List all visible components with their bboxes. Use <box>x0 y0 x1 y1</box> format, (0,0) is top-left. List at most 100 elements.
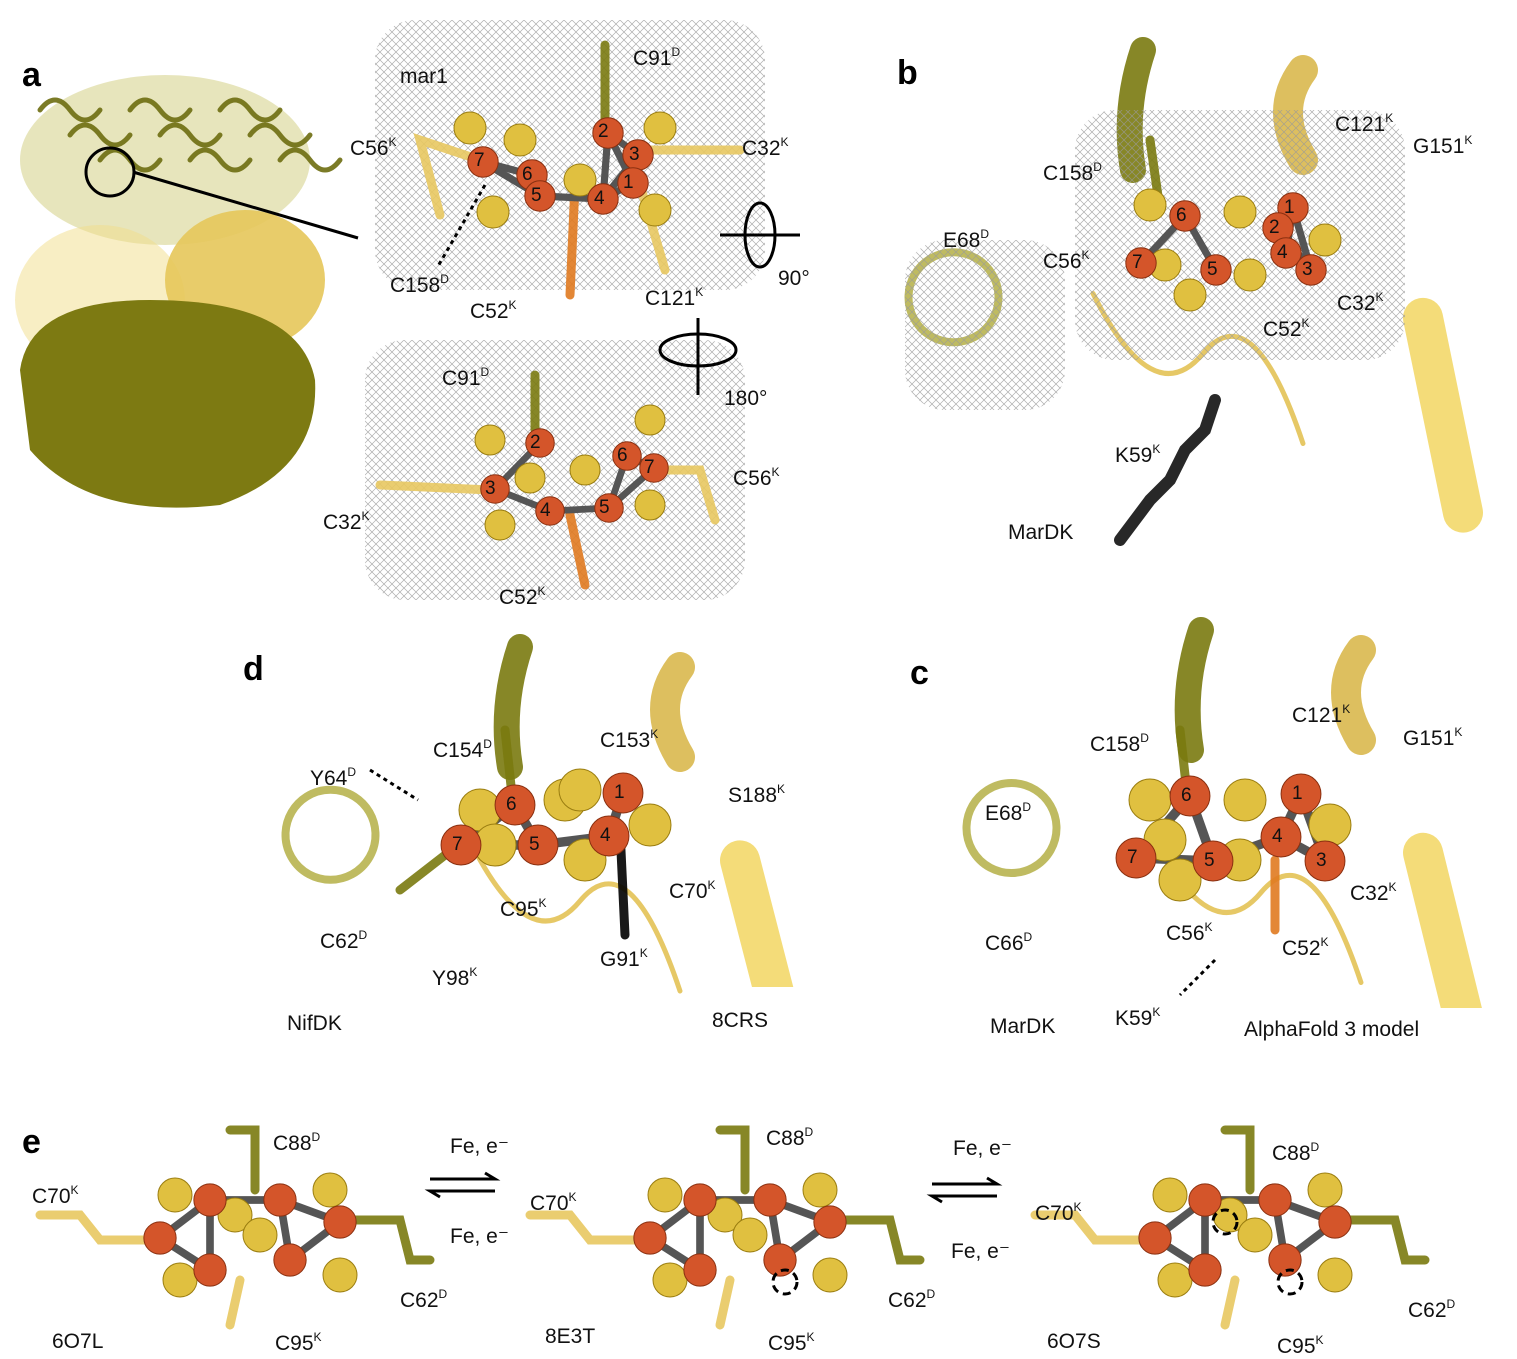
residue-name: C66 <box>985 932 1024 955</box>
chain-superscript: K <box>388 135 397 149</box>
protein-surface <box>20 300 316 508</box>
atom-number: 5 <box>1204 850 1215 871</box>
chain-superscript: D <box>671 45 681 59</box>
residue-name: C62 <box>888 1289 927 1312</box>
chain-superscript: K <box>1464 133 1473 147</box>
chain-superscript: D <box>358 928 368 942</box>
helix-cartoon <box>281 785 380 884</box>
residue-label: G91K <box>600 947 648 970</box>
sulfur-atom <box>242 1217 278 1253</box>
residue-label: C88D <box>1272 1141 1319 1164</box>
sulfur-atom <box>1223 778 1267 822</box>
iron-atom <box>753 1183 787 1217</box>
residue-name: C88 <box>766 1127 805 1150</box>
dashed-line <box>1178 958 1217 997</box>
residue-name: C121 <box>1292 704 1343 727</box>
iron-atom <box>813 1205 847 1239</box>
atom-number: 3 <box>485 478 496 499</box>
atom-number: 7 <box>452 834 463 855</box>
sulfur-atom <box>484 509 516 541</box>
chain-superscript: K <box>1073 1200 1082 1214</box>
density-mesh <box>1075 110 1405 360</box>
residue-name: C56 <box>733 467 772 490</box>
chain-superscript: K <box>1315 1333 1324 1347</box>
residue-label: C70K <box>32 1184 79 1207</box>
vacancy-marker <box>771 1268 799 1296</box>
atom-number: 4 <box>1272 826 1283 847</box>
atom-number: 1 <box>623 172 634 193</box>
pdb-id: 8CRS <box>712 1009 769 1032</box>
residue-label: C56K <box>733 466 780 489</box>
chain-superscript: K <box>1204 920 1213 934</box>
iron-atom <box>1295 254 1327 286</box>
cysteine-sidechain <box>35 1210 155 1245</box>
residue-label: C66D <box>985 931 1032 954</box>
sulfur-atom <box>1152 1177 1188 1213</box>
label-box <box>690 987 802 1037</box>
residue-label: C91D <box>633 46 680 69</box>
iron-atom <box>535 496 565 526</box>
residue-name: C154 <box>433 739 484 762</box>
sulfur-atom <box>643 111 677 145</box>
residue-label: C32K <box>1337 291 1384 314</box>
lysine-sidechain <box>1114 394 1221 546</box>
atom-number: 7 <box>1132 252 1143 273</box>
atom-number: 6 <box>506 794 517 815</box>
sulfur-atom <box>558 768 602 812</box>
sulfur-atom <box>503 123 537 157</box>
residue-label: C52K <box>470 299 517 322</box>
helix-cartoon <box>1331 635 1376 755</box>
atom-number: 6 <box>1176 205 1187 226</box>
chain-superscript: K <box>1081 248 1090 262</box>
helix-cartoon <box>1174 617 1214 763</box>
residue-label: C32K <box>1350 881 1397 904</box>
iron-atom <box>480 474 510 504</box>
helix-cartoon <box>37 97 103 123</box>
atom-number: 1 <box>1284 197 1295 218</box>
sulfur-atom <box>1308 803 1352 847</box>
model-label: AlphaFold 3 model <box>1244 1018 1420 1041</box>
chain-superscript: D <box>311 1130 321 1144</box>
residue-name: C153 <box>600 729 651 752</box>
sulfur-atom <box>634 489 666 521</box>
chain-superscript: K <box>1385 111 1394 125</box>
residue-label: K59K <box>1115 443 1160 466</box>
atom-number: 3 <box>629 144 640 165</box>
chain-superscript: D <box>1310 1140 1320 1154</box>
panel-letter: a <box>22 56 41 94</box>
residue-label: C52K <box>1282 936 1329 959</box>
protein-name: NifDK <box>287 1012 342 1035</box>
chain-superscript: K <box>806 1330 815 1344</box>
sulfur-atom <box>1307 1172 1343 1208</box>
helix-cartoon <box>67 122 133 148</box>
chain-superscript: K <box>1388 880 1397 894</box>
chain-superscript: K <box>361 509 370 523</box>
sulfur-atom <box>1133 188 1167 222</box>
beta-strand <box>1403 297 1483 533</box>
sulfur-atom <box>312 1172 348 1208</box>
helix-cartoon <box>157 122 223 148</box>
chain-superscript: D <box>440 272 449 286</box>
residue-name: C95 <box>1277 1335 1316 1358</box>
chain-superscript: D <box>926 1287 936 1301</box>
iron-atom <box>1260 816 1302 858</box>
reaction-label: Fe, e⁻ <box>953 1137 1012 1160</box>
atom-number: 1 <box>614 782 625 803</box>
iron-atom <box>1258 1183 1292 1217</box>
residue-name: C70 <box>1035 1202 1074 1225</box>
atom-number: 5 <box>599 497 610 518</box>
residue-label: C95K <box>1277 1334 1324 1357</box>
cysteine-sidechain <box>715 1125 750 1195</box>
residue-label: C88D <box>766 1126 813 1149</box>
iron-atom <box>494 784 536 826</box>
helix-cartoon <box>127 97 193 123</box>
chain-superscript: K <box>1301 316 1310 330</box>
iron-atom <box>683 1183 717 1217</box>
residue-label: C70K <box>530 1191 577 1214</box>
iron-atom <box>524 180 556 212</box>
helix-cartoon <box>187 147 253 173</box>
cysteine-sidechain <box>345 1215 435 1265</box>
sulfur-atom <box>732 1217 768 1253</box>
cysteine-sidechain <box>225 1275 245 1330</box>
residue-name: C88 <box>273 1132 312 1155</box>
